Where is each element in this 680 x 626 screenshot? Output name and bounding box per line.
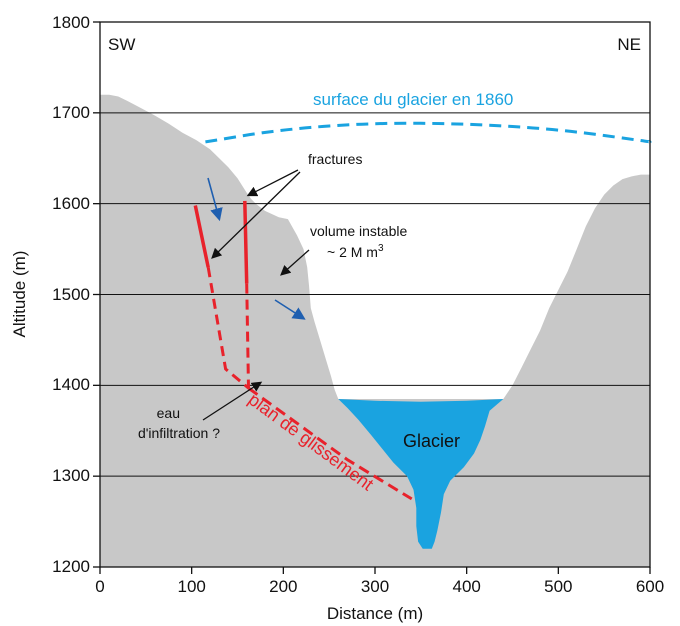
fractures-arrow-left [211, 171, 301, 259]
axis-ticks [93, 21, 651, 574]
movement-arrow-2 [274, 299, 306, 320]
volume-label-line2: ~ 2 M m3 [327, 243, 384, 260]
eau-label-line1: eau [157, 405, 180, 421]
terrain-profile [100, 94, 650, 567]
movement-arrow-1 [207, 177, 223, 222]
x-tick-label: 200 [269, 577, 297, 596]
fracture-left-dashed [206, 267, 250, 390]
x-tick-label: 0 [95, 577, 104, 596]
glacier-body [338, 399, 504, 549]
volume-label-line1: volume instable [310, 223, 407, 239]
glacier-label: Glacier [403, 431, 460, 451]
x-tick-label: 100 [178, 577, 206, 596]
y-axis-label: Altitude (m) [10, 251, 29, 338]
corner-label-ne: NE [617, 35, 641, 54]
fractures-arrow-right [246, 169, 299, 197]
y-tick-label: 1400 [52, 375, 90, 394]
y-tick-label: 1300 [52, 466, 90, 485]
y-tick-label: 1500 [52, 285, 90, 304]
fracture-left-solid [193, 205, 210, 268]
corner-label-sw: SW [108, 35, 135, 54]
fracture-right-dashed [245, 283, 250, 389]
fractures-label: fractures [308, 151, 362, 167]
x-tick-label: 600 [636, 577, 664, 596]
y-tick-label: 1600 [52, 194, 90, 213]
sliding-plane-line [247, 386, 413, 501]
volume-arrow [280, 249, 310, 276]
y-tick-label: 1700 [52, 103, 90, 122]
fracture-right-solid [243, 200, 249, 284]
x-tick-label: 300 [361, 577, 389, 596]
y-tick-label: 1800 [52, 13, 90, 32]
y-tick-label: 1200 [52, 557, 90, 576]
x-axis-label: Distance (m) [327, 604, 423, 623]
x-tick-label: 400 [453, 577, 481, 596]
glacier-surface-1860-line [203, 121, 652, 144]
x-tick-label: 500 [544, 577, 572, 596]
eau-label-line2: d'infiltration ? [138, 425, 220, 441]
eau-arrow [202, 381, 263, 421]
surface-1860-label: surface du glacier en 1860 [313, 90, 513, 109]
